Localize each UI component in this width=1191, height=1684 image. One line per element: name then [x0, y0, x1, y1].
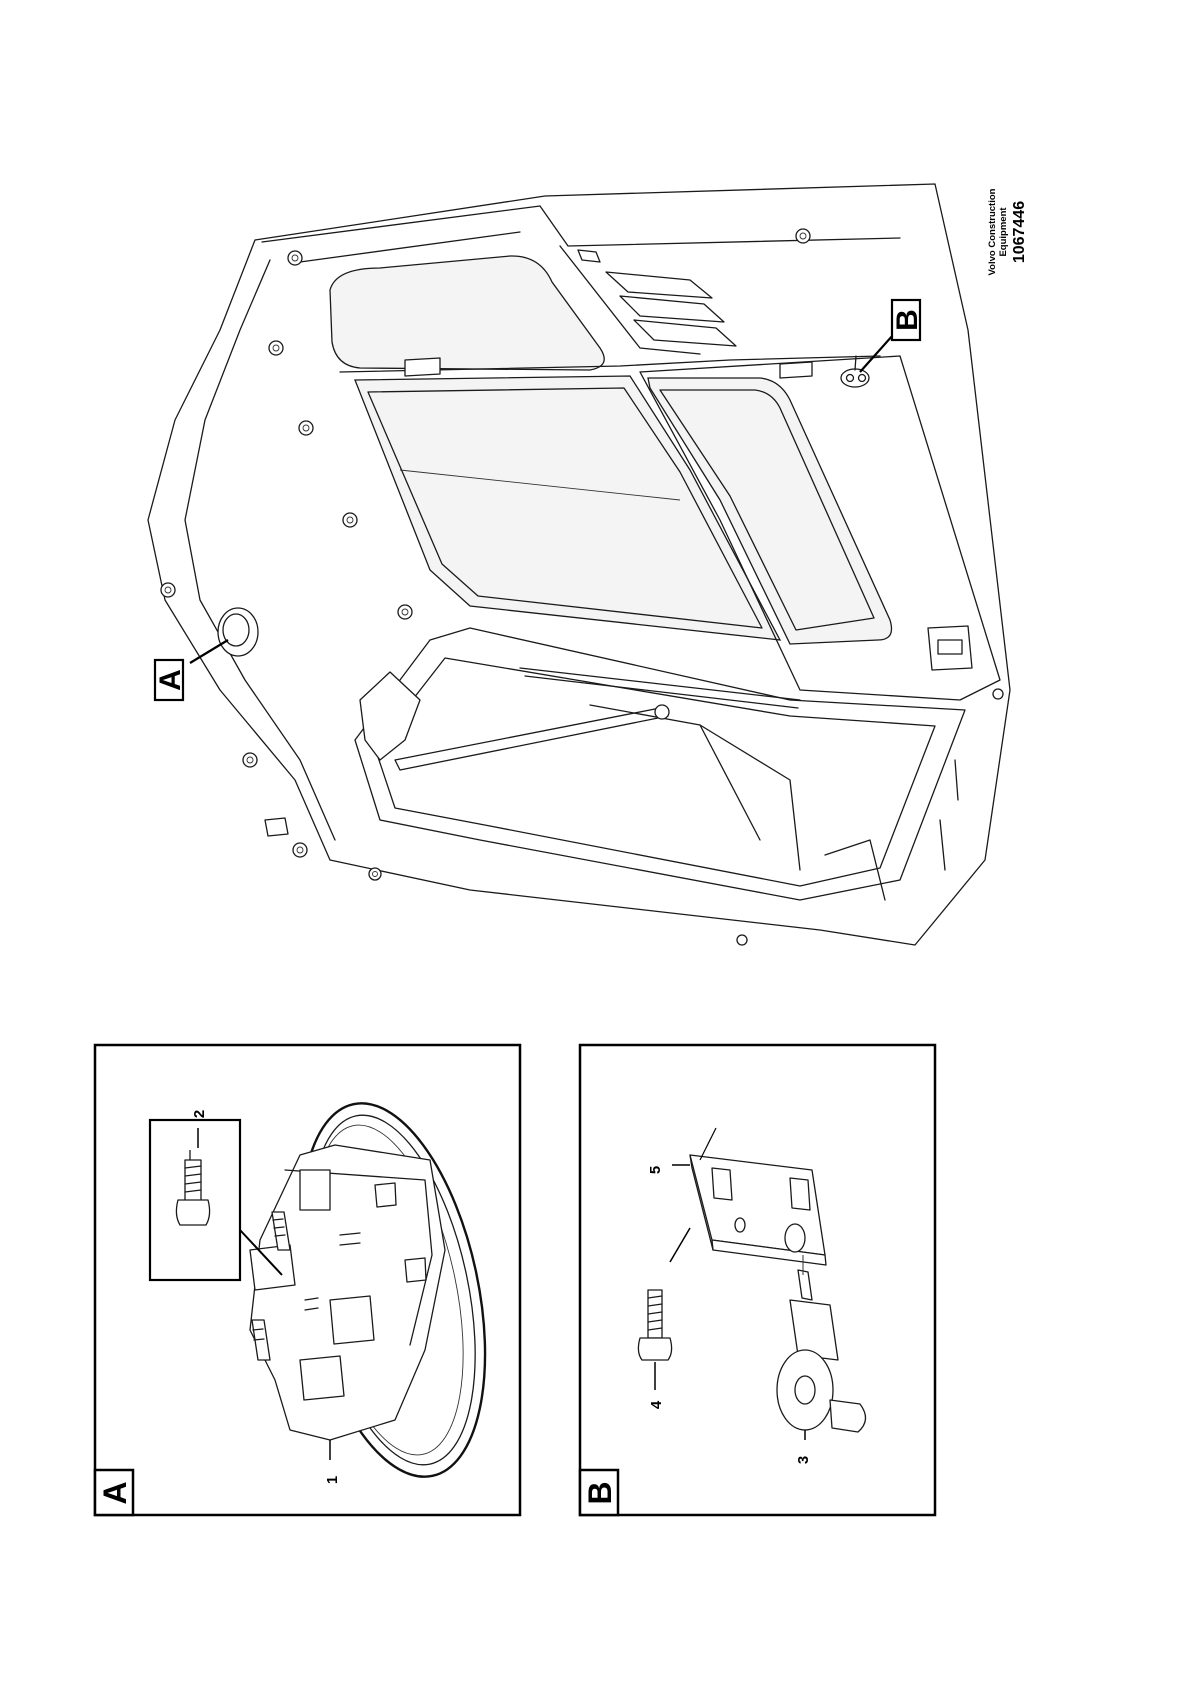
callout-a: A — [153, 639, 229, 702]
brand-company: Volvo Construction — [987, 188, 998, 275]
part-3-label: 3 — [795, 1456, 812, 1464]
vent-slats — [577, 249, 737, 347]
screw-detail-box — [148, 1118, 283, 1282]
detail-b-title: B — [582, 1481, 618, 1504]
door-switch — [776, 1255, 867, 1433]
part-5-label: 5 — [647, 1166, 664, 1174]
callout-b-label: B — [891, 309, 924, 331]
callout-a-label: A — [154, 669, 187, 691]
cab-main-view — [147, 183, 1011, 946]
detail-a-title: A — [97, 1481, 133, 1504]
part-2-label: 2 — [191, 1110, 208, 1118]
detail-b-panel: B 4 — [578, 1043, 937, 1517]
part-4-label: 4 — [648, 1400, 665, 1409]
switch-bracket — [689, 1154, 827, 1266]
drawing-number: 1067446 — [1011, 201, 1028, 263]
brand-company-line2: Equipment — [998, 207, 1009, 257]
detail-a-panel: A — [93, 1043, 522, 1517]
wiper-arm — [359, 667, 801, 771]
part-1-label: 1 — [324, 1476, 341, 1484]
callout-b: B — [859, 298, 924, 373]
brand-block: Volvo Construction Equipment 1067446 — [987, 188, 1028, 275]
self-tapping-screw — [637, 1227, 691, 1361]
dome-lamp-location — [217, 607, 259, 657]
door-switch-location — [840, 355, 870, 388]
dome-lamp — [249, 1102, 487, 1478]
cab-bolts — [160, 228, 1004, 946]
